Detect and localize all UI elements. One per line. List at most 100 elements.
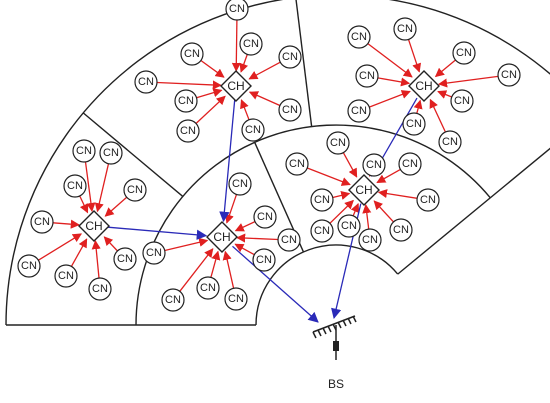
cluster-member-node: CN xyxy=(17,254,41,278)
member-link xyxy=(79,195,89,214)
member-link xyxy=(91,239,101,279)
cluster-head-label: CH xyxy=(355,183,372,197)
cluster-member-node: CN xyxy=(176,119,200,143)
member-link xyxy=(164,237,209,252)
cluster-member-label: CN xyxy=(146,247,162,259)
member-link xyxy=(369,90,411,108)
member-link xyxy=(407,39,422,73)
cluster-member-label: CN xyxy=(180,125,196,137)
member-link xyxy=(104,196,128,217)
member-link xyxy=(231,19,241,72)
cluster-member-label: CN xyxy=(420,194,436,206)
cluster-member-node: CN xyxy=(450,89,474,113)
cluster-member-node: CN xyxy=(239,32,263,56)
member-link xyxy=(179,248,214,292)
cluster-head-label: CH xyxy=(227,79,244,93)
member-link xyxy=(332,190,351,200)
cluster-member-label: CN xyxy=(117,253,133,265)
member-link xyxy=(239,54,249,73)
cluster-member-node: CN xyxy=(134,70,158,94)
cluster-head-label: CH xyxy=(213,230,230,244)
member-link xyxy=(413,99,423,114)
cluster-member-node: CN xyxy=(310,188,334,212)
cluster-member-label: CN xyxy=(243,38,259,50)
cluster-member-node: CN xyxy=(123,178,147,202)
cluster-member-label: CN xyxy=(92,283,108,295)
cluster-member-node: CN xyxy=(224,287,248,311)
member-link xyxy=(196,88,223,99)
cluster-member-label: CN xyxy=(165,294,181,306)
cluster-member-label: CN xyxy=(229,3,245,15)
cluster-head-node: CH xyxy=(78,210,110,242)
cluster-member-label: CN xyxy=(442,136,458,148)
cluster-member-label: CN xyxy=(178,95,194,107)
member-link xyxy=(234,221,256,232)
cluster-member-node: CN xyxy=(225,0,249,21)
cluster-member-label: CN xyxy=(402,158,418,170)
cluster-member-node: CN xyxy=(253,205,277,229)
cluster-member-node: CN xyxy=(398,152,422,176)
cluster-member-label: CN xyxy=(454,95,470,107)
cluster-member-node: CN xyxy=(196,276,220,300)
cluster-member-node: CN xyxy=(99,141,123,165)
member-link xyxy=(350,202,360,217)
cluster-member-node: CN xyxy=(497,63,521,87)
cluster-member-node: CN xyxy=(54,264,78,288)
cluster-member-node: CN xyxy=(416,188,440,212)
cluster-member-node: CN xyxy=(142,241,166,265)
cluster-member-label: CN xyxy=(76,145,92,157)
cluster-member-label: CN xyxy=(501,69,517,81)
cluster-head-label: CH xyxy=(85,219,102,233)
cluster-member-label: CN xyxy=(184,48,200,60)
cluster-member-label: CN xyxy=(127,184,143,196)
cluster-head-node: CH xyxy=(348,174,380,206)
member-link xyxy=(210,250,221,278)
head-link xyxy=(232,245,319,323)
cluster-member-label: CN xyxy=(67,180,83,192)
member-link xyxy=(156,80,222,90)
head-link xyxy=(107,226,208,240)
cluster-member-node: CN xyxy=(252,248,276,272)
cluster-member-node: CN xyxy=(438,130,462,154)
cluster-member-node: CN xyxy=(402,112,426,136)
member-link xyxy=(52,219,80,229)
member-links xyxy=(38,19,499,292)
member-link xyxy=(70,238,88,267)
cluster-member-label: CN xyxy=(21,260,37,272)
cluster-member-label: CN xyxy=(406,118,422,130)
member-link xyxy=(225,194,238,224)
cluster-head-node: CH xyxy=(206,221,238,253)
cluster-member-node: CN xyxy=(278,45,302,69)
member-link xyxy=(373,200,394,223)
cluster-member-label: CN xyxy=(289,158,305,170)
member-link xyxy=(248,91,281,107)
cluster-member-label: CN xyxy=(330,137,346,149)
cluster-member-label: CN xyxy=(393,224,409,236)
cluster-member-node: CN xyxy=(180,42,204,66)
cluster-member-node: CN xyxy=(278,98,302,122)
cluster-member-label: CN xyxy=(314,225,330,237)
cluster-member-label: CN xyxy=(232,178,248,190)
base-station: BS xyxy=(312,315,357,391)
cluster-member-label: CN xyxy=(314,194,330,206)
cluster-member-node: CN xyxy=(174,89,198,113)
cluster-member-label: CN xyxy=(245,124,261,136)
base-station-label: BS xyxy=(328,377,344,391)
member-link xyxy=(307,167,351,186)
member-link xyxy=(434,59,456,78)
head-link xyxy=(219,99,236,223)
member-link xyxy=(429,98,446,133)
cluster-member-node: CN xyxy=(285,152,309,176)
cluster-member-node: CN xyxy=(337,214,361,238)
cluster-member-node: CN xyxy=(30,210,54,234)
cluster-member-node: CN xyxy=(63,174,87,198)
cluster-member-node: CN xyxy=(161,288,185,312)
cluster-member-node: CN xyxy=(452,41,476,65)
member-link xyxy=(342,152,358,178)
member-link xyxy=(94,163,110,213)
cluster-member-label: CN xyxy=(58,270,74,282)
cluster-member-label: CN xyxy=(103,147,119,159)
member-link xyxy=(367,43,413,78)
cluster-member-label: CN xyxy=(256,254,272,266)
